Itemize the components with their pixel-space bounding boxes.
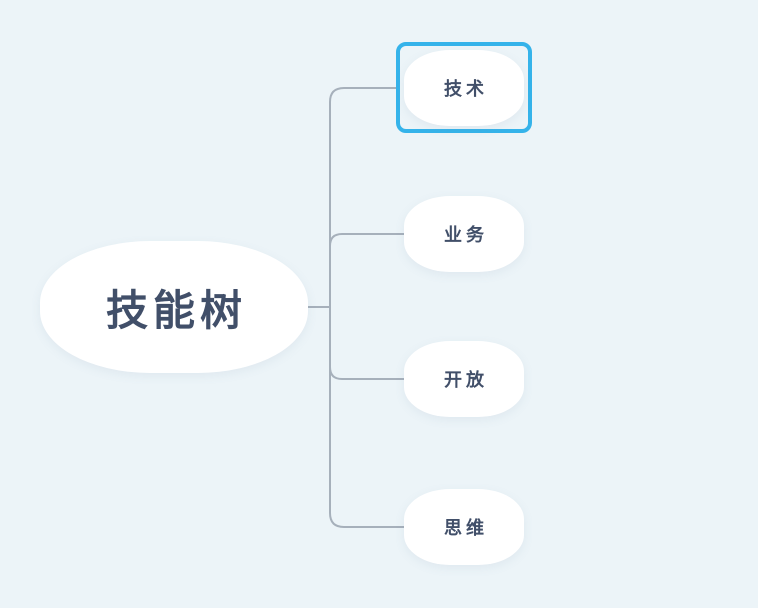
- connector-branch-second-child: [329, 233, 404, 247]
- root-node-label: 技能树: [105, 286, 247, 334]
- child-node[interactable]: 业务: [404, 196, 524, 272]
- connector-trunk-with-first-last-branch: [329, 87, 404, 528]
- selected-node-outline: 技术: [396, 42, 532, 133]
- root-node[interactable]: 技能树: [40, 241, 308, 373]
- child-node-label: 思维: [444, 518, 488, 538]
- child-node-label: 开放: [444, 370, 488, 390]
- child-node-label: 业务: [444, 225, 488, 245]
- child-node[interactable]: 思维: [404, 489, 524, 565]
- child-node[interactable]: 开放: [404, 341, 524, 417]
- connector-branch-third-child: [329, 366, 404, 380]
- child-node-label: 技术: [444, 78, 488, 99]
- child-node-selected[interactable]: 技术: [404, 49, 524, 126]
